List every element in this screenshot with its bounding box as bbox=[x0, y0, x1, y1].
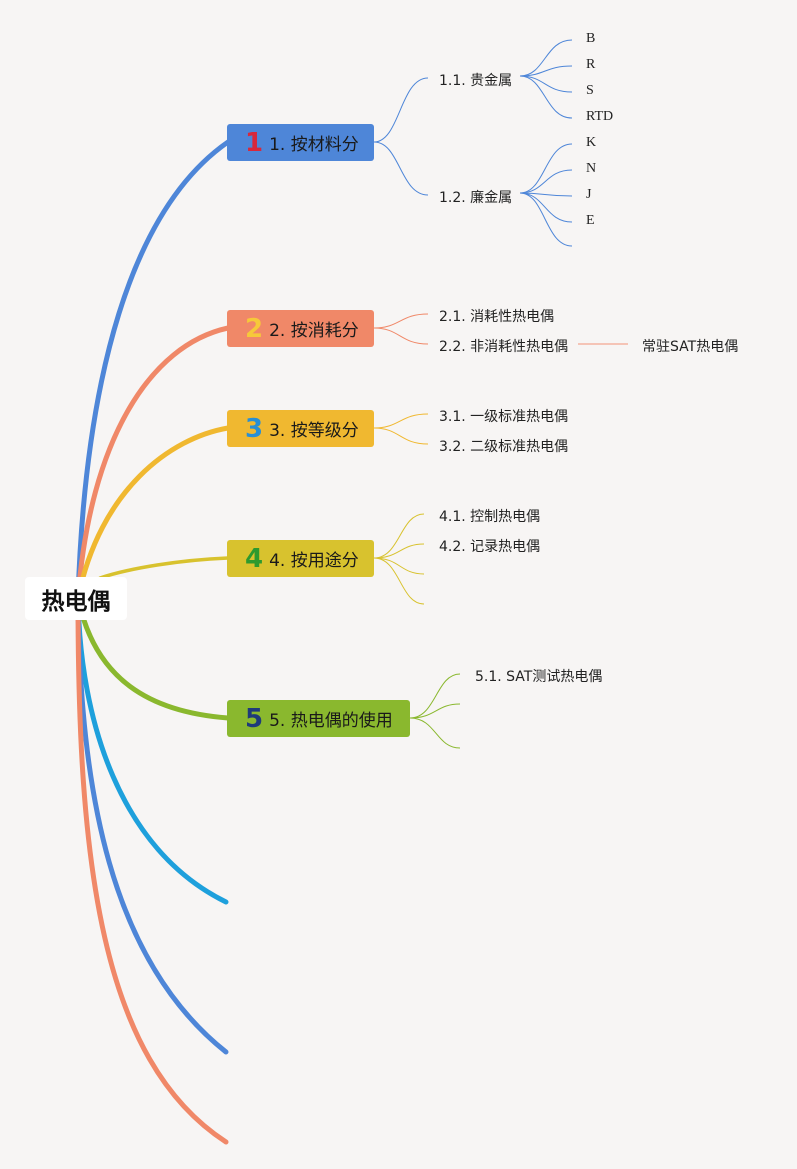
subtopic-5-1[interactable]: 5.1. SAT测试热电偶 bbox=[475, 669, 603, 685]
connector-leaf-K bbox=[519, 143, 573, 194]
branch-number: 2 bbox=[245, 313, 264, 344]
connector-empty-cyan bbox=[75, 595, 229, 905]
connector-branch-5 bbox=[75, 595, 231, 721]
root-node[interactable]: 热电偶 bbox=[25, 577, 127, 620]
subtopic-2-2-extra[interactable]: 常驻SAT热电偶 bbox=[642, 339, 739, 355]
connector-5-empty-2 bbox=[409, 717, 461, 749]
connector-leaf-S bbox=[519, 75, 573, 93]
connector-leaf-B bbox=[519, 39, 573, 77]
connector-leaf-E bbox=[519, 192, 573, 223]
leaf-1-1-4[interactable]: RTD bbox=[586, 109, 614, 124]
branch-label: 4. 按用途分 bbox=[269, 551, 359, 571]
connector-5-empty-1 bbox=[409, 703, 461, 719]
leaf-1-2-2[interactable]: N bbox=[586, 161, 597, 176]
connector-leaf-empty bbox=[519, 192, 573, 247]
subtopic-3-1[interactable]: 3.1. 一级标准热电偶 bbox=[439, 409, 569, 425]
connector-1-2 bbox=[373, 141, 429, 196]
connector-4-empty-2 bbox=[373, 557, 425, 605]
subtopic-1-1[interactable]: 1.1. 贵金属 bbox=[439, 73, 513, 89]
leaf-1-1-1[interactable]: B bbox=[586, 31, 596, 46]
connector-3-1 bbox=[373, 413, 429, 429]
connector-4-empty-1 bbox=[373, 557, 425, 575]
subtopic-4-2[interactable]: 4.2. 记录热电偶 bbox=[439, 539, 541, 555]
subtopic-2-1[interactable]: 2.1. 消耗性热电偶 bbox=[439, 309, 555, 325]
connector-2-1 bbox=[373, 313, 429, 329]
subtopic-2-2[interactable]: 2.2. 非消耗性热电偶 bbox=[439, 339, 569, 355]
leaf-1-2-4[interactable]: E bbox=[586, 213, 595, 228]
branch-label: 5. 热电偶的使用 bbox=[269, 711, 393, 731]
connector-branch-1 bbox=[75, 139, 231, 601]
branch-node-2[interactable]: 2 2. 按消耗分 bbox=[227, 310, 374, 347]
connector-branch-2 bbox=[75, 325, 231, 601]
leaf-1-2-3[interactable]: J bbox=[586, 187, 592, 202]
connector-2-2 bbox=[373, 327, 429, 345]
connector-leaf-RTD bbox=[519, 75, 573, 119]
leaf-1-1-3[interactable]: S bbox=[586, 83, 594, 98]
connector-branch-3 bbox=[75, 425, 231, 601]
connector-leaf-N bbox=[519, 169, 573, 194]
connector-4-2 bbox=[373, 543, 425, 559]
branch-label: 1. 按材料分 bbox=[269, 135, 359, 155]
connector-5-1 bbox=[409, 673, 461, 719]
connector-empty-blue bbox=[75, 595, 229, 1055]
subtopic-3-2[interactable]: 3.2. 二级标准热电偶 bbox=[439, 439, 569, 455]
branch-label: 2. 按消耗分 bbox=[269, 321, 359, 341]
connector-leaf-R bbox=[519, 65, 573, 77]
subtopic-1-2[interactable]: 1.2. 廉金属 bbox=[439, 190, 513, 206]
branch-node-3[interactable]: 3 3. 按等级分 bbox=[227, 410, 374, 447]
branch-node-1[interactable]: 1 1. 按材料分 bbox=[227, 124, 374, 161]
branch-number: 3 bbox=[245, 413, 264, 444]
branch-number: 4 bbox=[245, 543, 264, 574]
connector-branch-4 bbox=[98, 556, 230, 580]
leaf-1-1-2[interactable]: R bbox=[586, 57, 596, 72]
connector-3-2 bbox=[373, 427, 429, 445]
subtopic-4-1[interactable]: 4.1. 控制热电偶 bbox=[439, 509, 541, 525]
connector-1-1 bbox=[373, 77, 429, 143]
branch-number: 1 bbox=[245, 127, 264, 158]
branch-label: 3. 按等级分 bbox=[269, 421, 359, 441]
branch-node-5[interactable]: 5 5. 热电偶的使用 bbox=[227, 700, 410, 737]
branch-node-4[interactable]: 4 4. 按用途分 bbox=[227, 540, 374, 577]
connector-4-1 bbox=[373, 513, 425, 559]
leaf-1-2-1[interactable]: K bbox=[586, 135, 597, 150]
connector-empty-orange bbox=[75, 595, 229, 1145]
branch-number: 5 bbox=[245, 703, 264, 734]
